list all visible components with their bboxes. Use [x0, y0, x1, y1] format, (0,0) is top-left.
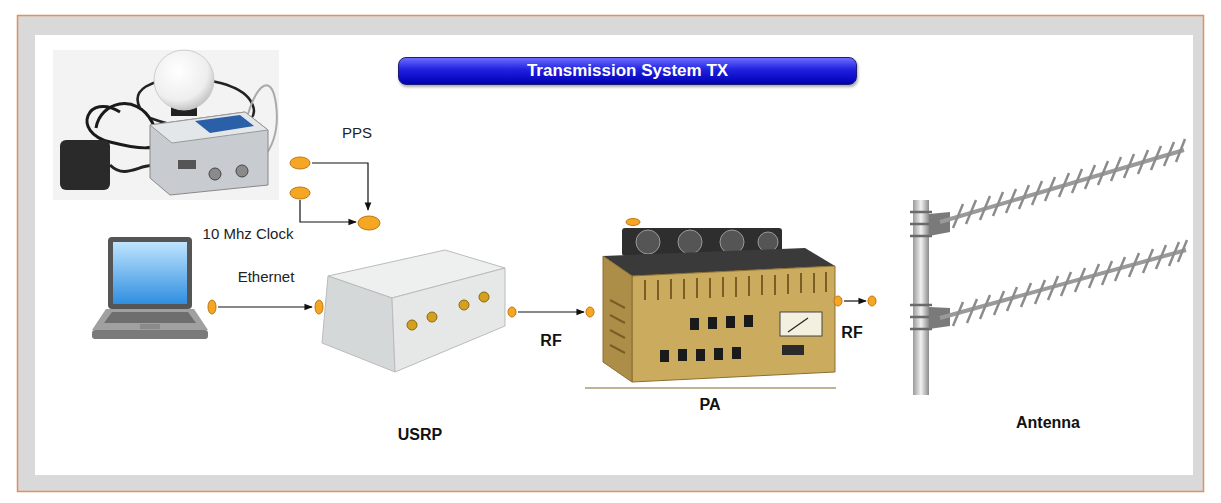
port-dot — [834, 296, 842, 306]
photo-ground — [53, 50, 279, 200]
sma-connector — [427, 312, 437, 322]
mast-pole — [913, 200, 929, 395]
yagi-elements — [953, 240, 1187, 326]
laptop-lid — [108, 237, 192, 309]
usrp-front — [392, 268, 505, 372]
laptop — [92, 237, 208, 339]
device-node: USRP — [316, 244, 512, 451]
pa-side — [603, 256, 632, 382]
port-dot — [508, 307, 516, 317]
switch — [690, 318, 699, 330]
antenna-mast — [910, 139, 1187, 395]
laptop-front — [92, 330, 208, 339]
device-node: Antenna — [872, 130, 1200, 440]
sma-connector — [479, 292, 489, 302]
signal-label: PPS — [342, 124, 372, 142]
switch — [714, 348, 723, 360]
port-dot — [868, 296, 876, 306]
rf-connector-group — [508, 307, 594, 317]
port-dot — [358, 216, 380, 230]
port-dot — [208, 300, 216, 314]
switch — [744, 315, 753, 327]
usrp-side — [322, 276, 395, 372]
device-label: PA — [699, 395, 720, 415]
signal-label: Ethernet — [238, 268, 295, 286]
pa-front — [632, 266, 835, 382]
rf-connector — [518, 311, 584, 312]
edge-label: RF — [538, 331, 563, 351]
vent-fins — [645, 272, 826, 300]
fan — [720, 230, 744, 254]
receiver-box — [150, 112, 268, 195]
switch — [726, 316, 735, 328]
gps-receiver — [53, 50, 279, 200]
laptop-keyboard — [104, 312, 196, 323]
edge-label: RF — [839, 323, 864, 343]
laptop-touchpad — [140, 324, 160, 329]
meter-needle — [788, 318, 808, 332]
yagi-elements — [953, 139, 1185, 228]
switch — [732, 347, 741, 359]
port-dot — [290, 187, 310, 199]
title-banner: Transmission System TX — [398, 57, 857, 85]
outer-frame — [18, 16, 1204, 492]
port-dot — [290, 157, 310, 169]
rf-connector-group — [834, 296, 876, 306]
sma-connector — [459, 300, 469, 310]
receiver-sticker — [195, 115, 254, 133]
port-dot — [315, 300, 323, 314]
clock-wire — [300, 200, 356, 222]
switch — [660, 350, 669, 362]
rf-connector — [844, 300, 866, 301]
gps-antenna-dome — [154, 50, 214, 110]
inner-panel — [35, 35, 1193, 475]
power-adapter — [60, 140, 110, 190]
fan — [678, 230, 702, 254]
display — [782, 345, 804, 355]
signal-label: 10 Mhz Clock — [203, 225, 294, 243]
laptop-screen — [113, 242, 187, 304]
switch — [696, 349, 705, 361]
device-label: Antenna — [1016, 413, 1080, 433]
mount-bracket — [929, 212, 950, 236]
meter — [780, 312, 822, 336]
port-dot — [626, 219, 640, 226]
clock-wires — [290, 157, 380, 230]
receiver-top — [150, 112, 268, 143]
bnc-connector — [236, 165, 248, 177]
side-vents — [610, 300, 625, 353]
yagi-boom — [940, 150, 1184, 222]
port-dot — [586, 307, 594, 317]
ethernet-wire — [208, 300, 323, 314]
bnc-connector — [209, 168, 221, 180]
pps-wire — [312, 163, 368, 210]
switch — [708, 317, 717, 329]
switch — [678, 349, 687, 361]
device-node: PA — [590, 215, 838, 421]
fan — [758, 232, 778, 252]
laptop-base — [92, 309, 208, 330]
usrp-device — [322, 250, 505, 372]
underline — [585, 388, 836, 389]
fan — [636, 230, 660, 254]
serial-port — [178, 160, 196, 169]
ethernet-line — [218, 306, 312, 307]
sma-connector — [407, 320, 417, 330]
mast-clamps — [910, 212, 932, 329]
device-label: USRP — [398, 425, 442, 445]
power-amplifier — [585, 219, 836, 389]
